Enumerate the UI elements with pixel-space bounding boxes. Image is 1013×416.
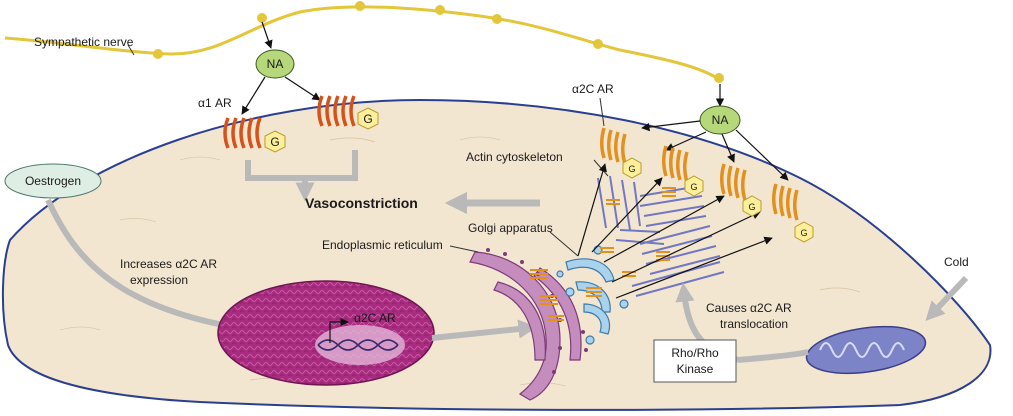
increases-expression-label-2: expression xyxy=(130,273,188,287)
oestrogen-label: Oestrogen xyxy=(25,174,81,188)
alpha1-receptor-1 xyxy=(223,117,262,149)
alpha2c-ar-label: α2C AR xyxy=(572,82,614,96)
alpha1-ar-label: α1 AR xyxy=(198,96,232,110)
er-label-leader xyxy=(449,245,479,253)
na-right-label: NA xyxy=(712,113,729,127)
nerve-label-leader xyxy=(127,44,135,56)
golgi-label-leader xyxy=(549,231,579,257)
trafficking-arrows xyxy=(577,163,773,299)
mito-to-rho-arrow xyxy=(737,349,809,363)
alpha1-bracket-arrow xyxy=(245,150,358,192)
golgi-apparatus-label: Golgi apparatus xyxy=(468,221,553,235)
nucleus-gene-label: α2C AR xyxy=(354,311,396,325)
sympathetic-nerve-label: Sympathetic nerve xyxy=(34,35,134,49)
rho-kinase-box xyxy=(653,339,737,383)
alpha1-receptor-2 xyxy=(317,95,356,127)
svg-text:G: G xyxy=(363,112,372,126)
svg-text:G: G xyxy=(800,228,807,238)
na-left-to-alpha1-a xyxy=(241,76,266,115)
svg-text:G: G xyxy=(690,182,697,192)
na-left xyxy=(255,49,295,79)
actin-cytoskeleton xyxy=(597,175,725,297)
transcription-start-arrow xyxy=(329,317,349,343)
internal-receptors xyxy=(530,247,614,321)
na-left-label: NA xyxy=(267,57,284,71)
alpha2c-label-leader xyxy=(599,97,605,127)
na-right-arrows xyxy=(641,120,789,181)
na-left-to-alpha1-b xyxy=(284,76,321,101)
alpha2c-receptor-1 xyxy=(600,127,627,165)
actin-cytoskeleton-label: Actin cytoskeleton xyxy=(466,150,563,164)
svg-text:G: G xyxy=(628,164,635,174)
vasoconstriction-label: Vasoconstriction xyxy=(305,195,418,211)
alpha2c-receptor-4 xyxy=(772,183,799,221)
na-right xyxy=(699,105,741,135)
g-protein-alpha1-2: G xyxy=(357,107,379,130)
dna-double-helix xyxy=(317,339,399,351)
alpha2c-receptor-2 xyxy=(662,145,689,183)
svg-text:G: G xyxy=(270,135,279,149)
rho-kinase-label-2: Kinase xyxy=(677,362,714,376)
nerve-varicosities xyxy=(153,1,724,83)
dna-halo xyxy=(315,325,405,365)
g-proteins-alpha2c: G G G G xyxy=(622,157,814,243)
nucleus-to-er-arrow xyxy=(431,319,538,341)
golgi-apparatus xyxy=(556,245,629,345)
mitochondrion xyxy=(805,325,927,375)
increases-expression-label-1: Increases α2C AR xyxy=(120,257,217,271)
alpha2c-receptor-3 xyxy=(720,163,747,201)
sympathetic-nerve xyxy=(4,5,721,82)
endoplasmic-reticulum-label: Endoplasmic reticulum xyxy=(322,238,443,252)
na-left-release-arrow xyxy=(261,21,273,49)
rho-kinase-label-1: Rho/Rho xyxy=(671,346,719,360)
g-protein-alpha1-1: G xyxy=(264,130,286,153)
cold-arrow xyxy=(925,275,969,321)
translocation-label-1: Causes α2C AR xyxy=(706,301,792,315)
translocation-label-2: translocation xyxy=(720,317,788,331)
svg-text:G: G xyxy=(748,202,755,212)
cold-label: Cold xyxy=(944,255,969,269)
oestrogen-node xyxy=(4,163,102,199)
